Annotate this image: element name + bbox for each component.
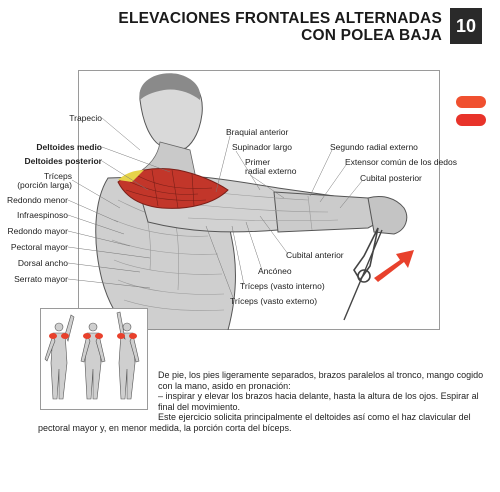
direction-arrow-icon: [374, 250, 414, 282]
title-line-1: ELEVACIONES FRONTALES ALTERNADAS: [118, 10, 442, 27]
label-triceps-vasto-interno: Tríceps (vasto interno): [240, 281, 325, 291]
label-cubital-posterior: Cubital posterior: [360, 173, 422, 183]
description-paragraph-2: – inspirar y elevar los brazos hacia del…: [158, 391, 479, 412]
label-deltoides-medio: Deltoides medio: [36, 142, 102, 152]
label-triceps-vasto-externo: Tríceps (vasto externo): [230, 296, 318, 306]
pulley-ring: [357, 269, 371, 283]
label-triceps: Tríceps: [43, 171, 72, 181]
marker-pill-top: [456, 96, 486, 108]
label-redondo-menor: Redondo menor: [7, 195, 68, 205]
label-anconeo: Ancóneo: [258, 266, 292, 276]
label-triceps-porcion: (porción larga): [17, 180, 72, 190]
label-segundo-radial: Segundo radial externo: [330, 142, 418, 152]
label-cubital-anterior: Cubital anterior: [286, 250, 344, 260]
label-infraespinoso: Infraespinoso: [16, 210, 68, 220]
description-paragraph-1: De pie, los pies ligeramente separados, …: [158, 370, 484, 391]
exercise-description: De pie, los pies ligeramente separados, …: [38, 370, 484, 434]
inset-deltoid-highlights: [49, 333, 137, 339]
page-number-badge: 10: [450, 8, 482, 44]
label-supinador-largo: Supinador largo: [232, 142, 293, 152]
page-title: ELEVACIONES FRONTALES ALTERNADAS CON POL…: [118, 10, 442, 44]
label-extensor-comun: Extensor común de los dedos: [345, 157, 457, 167]
description-paragraph-3-start: Este ejercicio solicita principalmente e…: [158, 412, 471, 423]
label-serrato-mayor: Serrato mayor: [14, 274, 68, 284]
anatomy-illustration: [95, 73, 414, 330]
label-trapecio: Trapecio: [69, 113, 102, 123]
label-dorsal-ancho: Dorsal ancho: [17, 258, 68, 268]
movement-inset: [40, 308, 148, 410]
label-radial-externo: radial externo: [245, 166, 297, 176]
hand-shape: [367, 195, 408, 235]
label-pectoral-mayor: Pectoral mayor: [10, 242, 68, 252]
title-line-2: CON POLEA BAJA: [301, 27, 442, 44]
handle-clip: [353, 227, 379, 282]
section-marker: [456, 96, 486, 132]
movement-figures: [44, 311, 140, 400]
label-redondo-mayor: Redondo mayor: [7, 226, 68, 236]
label-braquial-anterior: Braquial anterior: [226, 127, 289, 137]
marker-pill-bottom: [456, 114, 486, 126]
description-paragraph-3-end: pectoral mayor y, en menor medida, la po…: [38, 422, 292, 433]
label-deltoides-posterior: Deltoides posterior: [24, 156, 102, 166]
hair-shape: [139, 73, 201, 100]
